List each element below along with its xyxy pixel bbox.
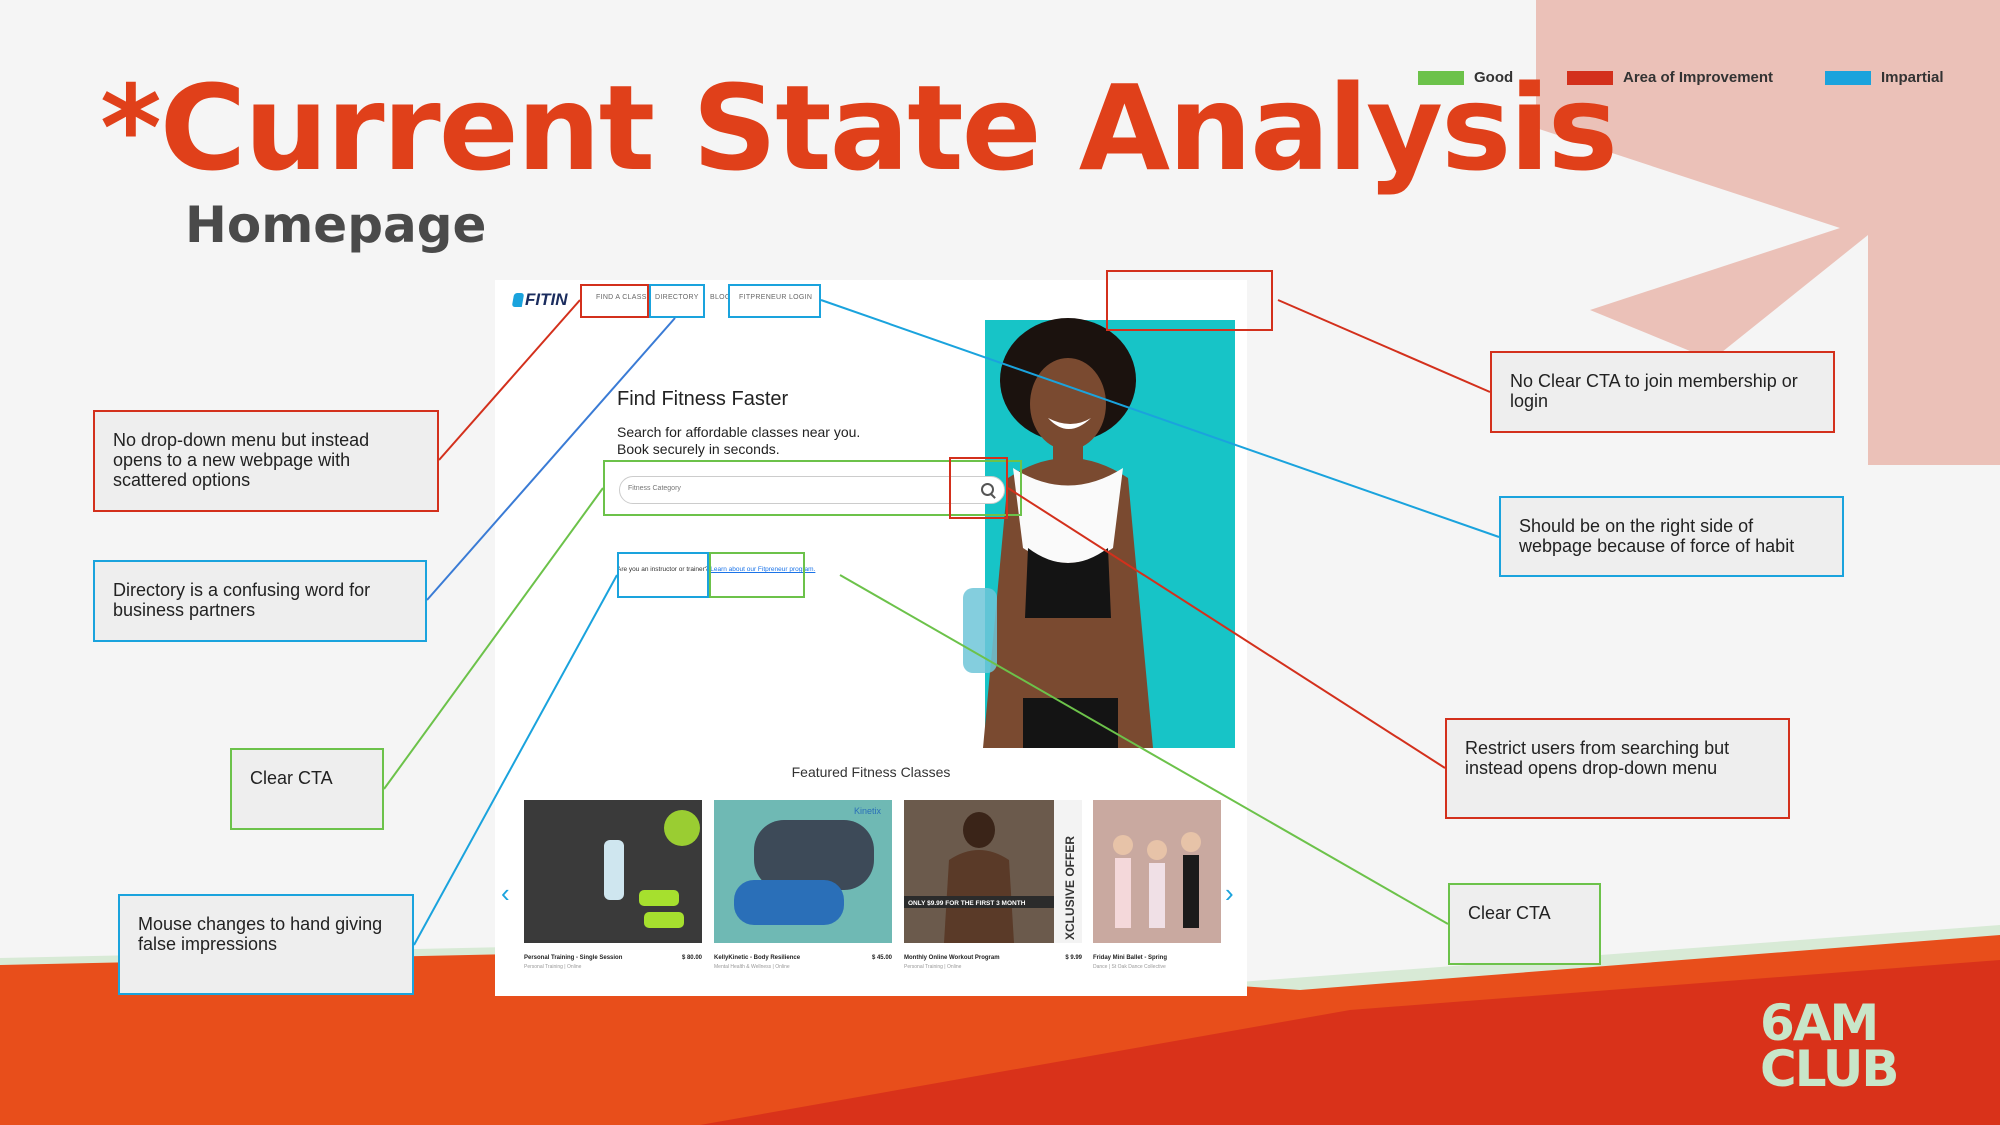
note-restrict-search: Restrict users from searching but instea…	[1445, 718, 1790, 819]
hero-title: Find Fitness Faster	[617, 388, 789, 410]
note-clear-cta-right: Clear CTA	[1448, 883, 1601, 965]
legend-impartial: Impartial	[1825, 69, 1944, 86]
legend-label: Impartial	[1881, 69, 1944, 86]
highlight-fitpreneur-link	[709, 552, 805, 598]
note-directory: Directory is a confusing word for busine…	[93, 560, 427, 642]
class-card-price: $ 45.00	[871, 955, 892, 961]
note-dropdown: No drop-down menu but instead opens to a…	[93, 410, 439, 512]
nav-blog[interactable]: BLOG	[710, 294, 731, 301]
svg-text:XCLUSIVE OFFER: XCLUSIVE OFFER	[1063, 836, 1077, 940]
class-card-name: Friday Mini Ballet - Spring	[1093, 955, 1168, 961]
class-card[interactable]: Kinetix KellyKinetic - Body Resilience $ …	[714, 800, 892, 970]
class-card-category: Mental Health & Wellness | Online	[714, 964, 790, 970]
highlight-search-icon	[949, 457, 1008, 519]
homepage-screenshot: FITIN FIND A CLASS DIRECTORY BLOG FITPRE…	[495, 270, 1273, 996]
class-card[interactable]: ONLY $9.99 FOR THE FIRST 3 MONTH XCLUSIV…	[904, 800, 1082, 970]
class-card-price: $ 9.99	[1065, 955, 1082, 961]
slide-title: *Current State Analysis	[100, 59, 1618, 197]
note-membership-cta: No Clear CTA to join membership or login	[1490, 351, 1835, 433]
hero-description: Search for affordable classes near you. …	[617, 424, 861, 457]
note-mouse-hand: Mouse changes to hand giving false impre…	[118, 894, 414, 995]
fitpreneur-program-link[interactable]: Learn about our Fitpreneur program.	[710, 566, 816, 573]
class-card-image	[524, 800, 702, 943]
class-card-image: Kinetix	[714, 800, 892, 943]
nav-directory[interactable]: DIRECTORY	[655, 294, 699, 301]
nav-fitpreneur-login[interactable]: FITPRENEUR LOGIN	[739, 294, 813, 301]
class-card-category: Personal Training | Online	[524, 964, 582, 970]
legend-good: Good	[1418, 69, 1513, 86]
hero-woman-image	[963, 318, 1153, 748]
legend-swatch-green	[1418, 70, 1464, 85]
legend-swatch-red	[1567, 70, 1613, 85]
class-card-name: Monthly Online Workout Program	[904, 955, 1000, 961]
class-card-category: Personal Training | Online	[904, 964, 962, 970]
highlight-instructor-text	[617, 552, 709, 598]
legend-label: Area of Improvement	[1623, 69, 1774, 86]
note-clear-cta-left: Clear CTA	[230, 748, 384, 830]
highlight-missing-cta	[1106, 270, 1273, 331]
class-card-price: $ 80.00	[681, 955, 702, 961]
carousel-next-icon[interactable]: ›	[1225, 878, 1234, 908]
fitin-logo: FITIN	[511, 290, 568, 310]
nav-find-a-class[interactable]: FIND A CLASS	[596, 294, 647, 301]
class-card-name: Personal Training - Single Session	[524, 955, 623, 961]
note-right-side: Should be on the right side of webpage b…	[1499, 496, 1844, 577]
svg-text:ONLY $9.99 FOR THE FIRST 3 MON: ONLY $9.99 FOR THE FIRST 3 MONTH	[908, 900, 1026, 907]
legend-improvement: Area of Improvement	[1567, 69, 1773, 86]
legend-swatch-blue	[1825, 70, 1871, 85]
legend-label: Good	[1474, 69, 1514, 86]
class-card[interactable]: Friday Mini Ballet - Spring Dance | St O…	[1093, 800, 1221, 970]
class-card-category: Dance | St Oak Dance Collective	[1093, 964, 1166, 970]
fitin-logo-icon	[511, 293, 525, 307]
highlight-find-a-class	[580, 284, 649, 318]
class-card-image: ONLY $9.99 FOR THE FIRST 3 MONTH XCLUSIV…	[904, 800, 1082, 943]
carousel-prev-icon[interactable]: ‹	[501, 878, 510, 908]
highlight-login	[728, 284, 821, 318]
class-card-image	[1093, 800, 1221, 943]
svg-text:Kinetix: Kinetix	[854, 806, 882, 816]
class-card-name: KellyKinetic - Body Resilience	[714, 955, 801, 961]
class-card[interactable]: Personal Training - Single Session $ 80.0…	[524, 800, 702, 970]
highlight-directory	[649, 284, 705, 318]
slide-subtitle: Homepage	[185, 196, 487, 254]
6am-club-logo: 6AM CLUB	[1760, 994, 1899, 1098]
featured-classes-title: Featured Fitness Classes	[791, 764, 951, 780]
